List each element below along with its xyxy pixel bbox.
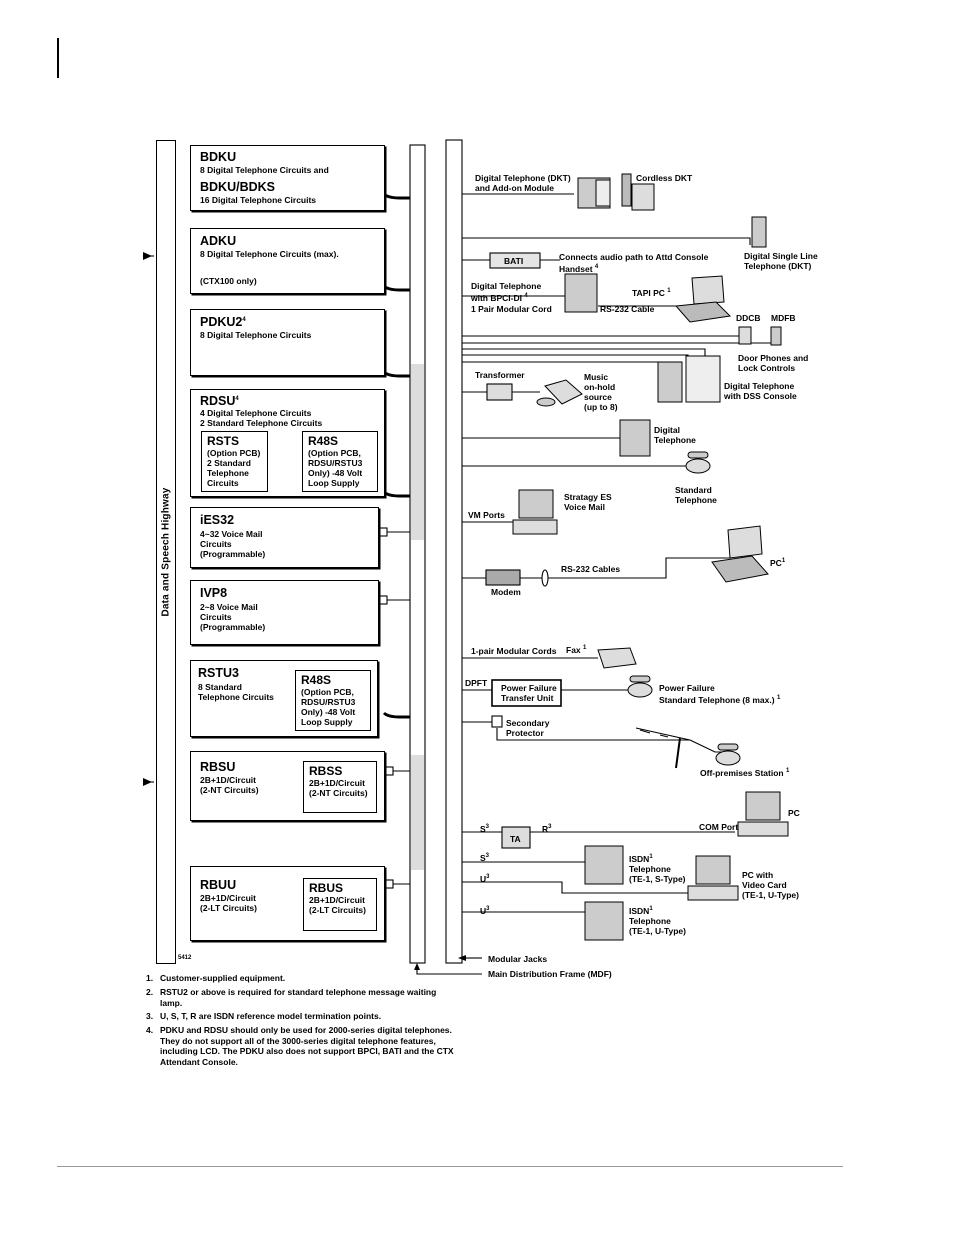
- label-pair-cord: 1 Pair Modular Cord: [471, 304, 552, 314]
- sub-title: R48S: [308, 434, 339, 448]
- card-desc: 2B+1D/Circuit(2-NT Circuits): [200, 775, 259, 795]
- label-offprem: Off-premises Station 1: [700, 767, 790, 778]
- sub-card-rbss: RBSS 2B+1D/Circuit(2-NT Circuits): [303, 761, 377, 813]
- label-u2: U3: [480, 905, 490, 916]
- card-rbuu: RBUU 2B+1D/Circuit(2-LT Circuits) RBUS 2…: [190, 866, 385, 941]
- card-desc: 8 Digital Telephone Circuits and: [200, 165, 329, 175]
- label-modular-jacks: Modular Jacks: [488, 954, 548, 964]
- card-rdsu: RDSU4 4 Digital Telephone Circuits 2 Sta…: [190, 389, 385, 497]
- label-rs232: RS-232 Cable: [600, 304, 655, 314]
- label-r: R3: [542, 823, 552, 834]
- bati-box: BATI: [504, 256, 524, 266]
- label-modem: Modem: [491, 587, 521, 597]
- label-pc2: PC: [788, 808, 800, 818]
- card-desc-2: 2 Standard Telephone Circuits: [200, 418, 323, 428]
- card-title: PDKU24: [200, 315, 246, 329]
- label-u1: U3: [480, 873, 490, 884]
- label-com-port: COM Port: [699, 822, 739, 832]
- label-rs232-cables: RS-232 Cables: [561, 564, 621, 574]
- label-pc: PC1: [770, 557, 786, 568]
- sub-card-rbus: RBUS 2B+1D/Circuit(2-LT Circuits): [303, 878, 377, 931]
- margin-bar: [57, 38, 59, 78]
- label-mdf: Main Distribution Frame (MDF): [488, 969, 612, 979]
- card-rbsu: RBSU 2B+1D/Circuit(2-NT Circuits) RBSS 2…: [190, 751, 385, 821]
- label-transformer: Transformer: [475, 370, 525, 380]
- card-title: IVP8: [200, 586, 228, 600]
- card-desc-2: (CTX100 only): [200, 276, 257, 286]
- sub-desc: 2B+1D/Circuit(2-NT Circuits): [309, 778, 368, 798]
- card-desc: 4 Digital Telephone Circuits: [200, 408, 312, 418]
- card-title: RBSU: [200, 760, 236, 774]
- card-bdku: BDKU 8 Digital Telephone Circuits and BD…: [190, 145, 385, 211]
- sub-desc: 2B+1D/Circuit(2-LT Circuits): [309, 895, 366, 915]
- equipment-icons: [512, 173, 789, 941]
- sub-title: RSTS: [207, 434, 240, 448]
- label-s2: S3: [480, 852, 490, 863]
- footer-rule: [57, 1166, 843, 1167]
- label-cordless: Cordless DKT: [636, 173, 693, 183]
- data-speech-highway: Data and Speech Highway: [156, 140, 176, 964]
- card-title: BDKU: [200, 150, 237, 164]
- label-s1: S3: [480, 823, 490, 834]
- label-dpft: DPFT: [465, 678, 488, 688]
- card-title: RBUU: [200, 878, 237, 892]
- label-tapi-pc: TAPI PC 1: [632, 287, 671, 298]
- card-adku: ADKU 8 Digital Telephone Circuits (max).…: [190, 228, 385, 294]
- label-dkt-addon: Digital Telephone (DKT)and Add-on Module: [475, 173, 571, 193]
- label-modular-cords: 1-pair Modular Cords: [471, 646, 557, 656]
- sub-title: RBUS: [309, 881, 344, 895]
- label-ddcb: DDCB: [736, 313, 761, 323]
- card-title: RSTU3: [198, 666, 239, 680]
- label-mdfb: MDFB: [771, 313, 796, 323]
- label-vm-ports: VM Ports: [468, 510, 505, 520]
- card-title-2: BDKU/BDKS: [200, 180, 275, 194]
- card-title: RDSU4: [200, 394, 239, 408]
- card-title: iES32: [200, 513, 235, 527]
- figure-code: 5412: [178, 955, 192, 961]
- label-fax: Fax 1: [566, 644, 587, 655]
- card-title: ADKU: [200, 234, 237, 248]
- card-desc: 8 Digital Telephone Circuits: [200, 330, 312, 340]
- card-desc: 8 Digital Telephone Circuits (max).: [200, 249, 339, 259]
- sub-title: R48S: [301, 673, 332, 687]
- ta-box: TA: [510, 834, 521, 844]
- card-pdku2: PDKU24 8 Digital Telephone Circuits: [190, 309, 385, 376]
- card-desc: 2B+1D/Circuit(2-LT Circuits): [200, 893, 257, 913]
- card-desc-2: 16 Digital Telephone Circuits: [200, 195, 317, 205]
- sub-title: RBSS: [309, 764, 343, 778]
